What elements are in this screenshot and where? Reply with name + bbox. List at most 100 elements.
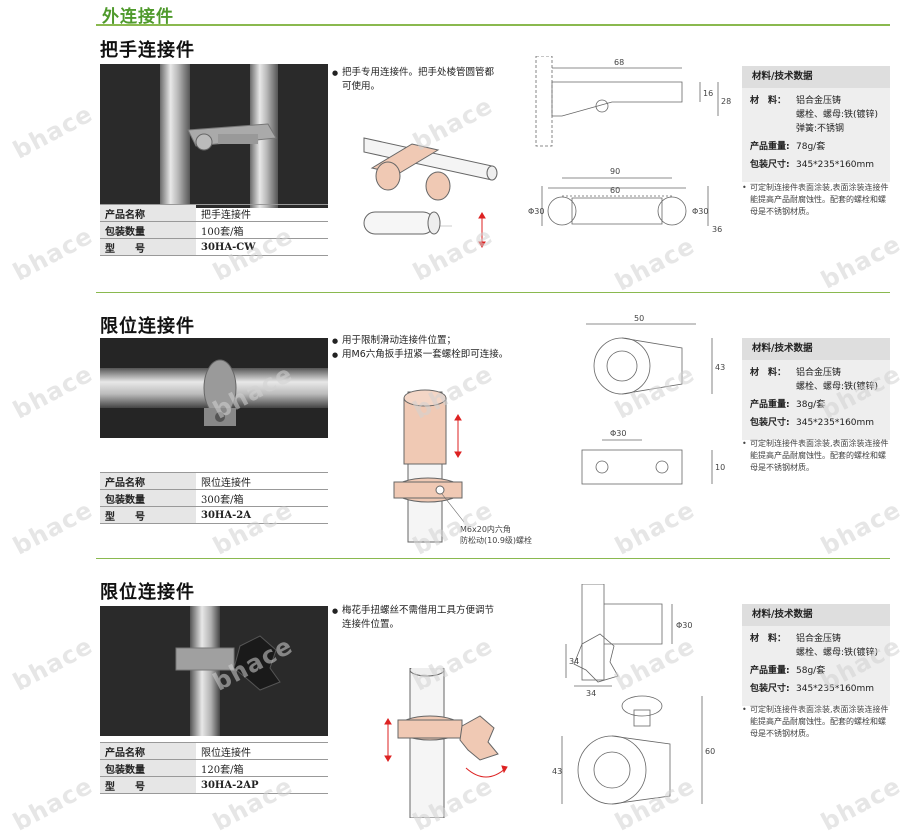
material-line: 螺栓、螺母:铁(镀锌) xyxy=(796,382,879,392)
feature-list: 把手专用连接件。把手处棱管圆管都可使用。 xyxy=(332,66,502,94)
product-photo xyxy=(100,606,328,736)
product-illustration xyxy=(352,116,512,276)
dim-label: 60 xyxy=(705,747,715,756)
spec-key: 型 号 xyxy=(100,238,196,256)
spec-key: 产品名称 xyxy=(100,472,196,490)
material-label: 材 料： xyxy=(750,368,787,378)
size-label: 包装尺寸: xyxy=(750,160,790,170)
spec-key: 包装数量 xyxy=(100,221,196,239)
tech-note: 可定制连接件表面涂装,表面涂装连接件能提高产品耐腐蚀性。配套的螺栓和螺母是不锈钢… xyxy=(742,438,890,474)
watermark: bhace xyxy=(8,359,98,425)
size-value: 345*235*160mm xyxy=(796,418,875,428)
size-label: 包装尺寸: xyxy=(750,418,790,428)
spec-key: 型 号 xyxy=(100,506,196,524)
material-line: 铝合金压铸 xyxy=(796,368,842,378)
watermark: bhace xyxy=(8,495,98,561)
dim-label: 43 xyxy=(715,363,725,372)
section-title: 限位连接件 xyxy=(100,316,195,337)
section-title: 把手连接件 xyxy=(100,40,195,61)
spec-value: 限位连接件 xyxy=(196,742,328,760)
product-photo xyxy=(100,64,328,208)
spec-value: 把手连接件 xyxy=(196,204,328,222)
dim-label: Φ30 xyxy=(676,621,692,630)
spec-key: 包装数量 xyxy=(100,489,196,507)
technical-drawing: 68 16 28 90 60 Φ30 Φ30 36 xyxy=(522,55,732,291)
watermark: bhace xyxy=(8,771,98,837)
feature-item: 把手专用连接件。把手处棱管圆管都可使用。 xyxy=(332,66,502,94)
dim-label: 34 xyxy=(569,657,579,666)
spec-key: 产品名称 xyxy=(100,204,196,222)
tech-data-box: 材料/技术数据 材 料： 铝合金压铸 螺栓、螺母:铁(镀锌) 弹簧:不锈钢 产品… xyxy=(742,66,890,182)
material-line: 螺栓、螺母:铁(镀锌) xyxy=(796,110,879,120)
callout-line: 防松动(10.9级)螺栓 xyxy=(460,535,532,545)
dim-label: 50 xyxy=(634,314,644,323)
tech-note: 可定制连接件表面涂装,表面涂装连接件能提高产品耐腐蚀性。配套的螺栓和螺母是不锈钢… xyxy=(742,182,890,218)
tech-header: 材料/技术数据 xyxy=(742,338,890,360)
material-line: 螺栓、螺母:铁(镀锌) xyxy=(796,648,879,658)
watermark: bhace xyxy=(8,99,98,165)
dim-label: Φ30 xyxy=(692,207,708,216)
technical-drawing: 50 43 Φ30 10 xyxy=(562,312,732,512)
dim-label: 36 xyxy=(712,225,722,234)
dim-label: 68 xyxy=(614,58,624,67)
feature-list: 用于限制滑动连接件位置； 用M6六角扳手扭紧一套螺栓即可连接。 xyxy=(332,334,522,362)
dim-label: 10 xyxy=(715,463,725,472)
tech-data-box: 材料/技术数据 材 料： 铝合金压铸 螺栓、螺母:铁(镀锌) 产品重量: 38g… xyxy=(742,338,890,440)
spec-key: 产品名称 xyxy=(100,742,196,760)
tech-note: 可定制连接件表面涂装,表面涂装连接件能提高产品耐腐蚀性。配套的螺栓和螺母是不锈钢… xyxy=(742,704,890,740)
weight-label: 产品重量: xyxy=(750,400,790,410)
spec-value: 120套/箱 xyxy=(196,759,328,777)
callout-line: M6x20内六角 xyxy=(460,524,511,534)
size-value: 345*235*160mm xyxy=(796,160,875,170)
dim-label: 28 xyxy=(721,97,731,106)
technical-drawing: Φ30 34 34 43 60 xyxy=(552,583,732,834)
spec-key: 包装数量 xyxy=(100,759,196,777)
weight-label: 产品重量: xyxy=(750,142,790,152)
spec-key: 型 号 xyxy=(100,776,196,794)
page-title: 外连接件 xyxy=(102,7,174,27)
dim-label: Φ30 xyxy=(610,429,626,438)
weight-value: 78g/套 xyxy=(796,142,826,152)
weight-value: 58g/套 xyxy=(796,666,826,676)
material-label: 材 料： xyxy=(750,96,787,106)
feature-item: 梅花手扭螺丝不需借用工具方便调节连接件位置。 xyxy=(332,604,502,632)
material-line: 弹簧:不锈钢 xyxy=(796,124,845,134)
spec-value: 限位连接件 xyxy=(196,472,328,490)
feature-item: 用于限制滑动连接件位置； xyxy=(332,334,522,348)
product-illustration xyxy=(376,663,536,819)
page-header: 外连接件 xyxy=(96,0,890,27)
material-line: 铝合金压铸 xyxy=(796,96,842,106)
size-label: 包装尺寸: xyxy=(750,684,790,694)
material-label: 材 料： xyxy=(750,634,787,644)
watermark: bhace xyxy=(8,631,98,697)
watermark: bhace xyxy=(8,221,98,287)
dim-label: 16 xyxy=(703,89,713,98)
feature-item: 用M6六角扳手扭紧一套螺栓即可连接。 xyxy=(332,348,522,362)
product-illustration: M6x20内六角 防松动(10.9级)螺栓 xyxy=(388,372,548,552)
spec-value: 30HA-2AP xyxy=(196,776,328,794)
spec-value: 100套/箱 xyxy=(196,221,328,239)
section-divider xyxy=(96,292,890,293)
tech-header: 材料/技术数据 xyxy=(742,66,890,88)
material-line: 铝合金压铸 xyxy=(796,634,842,644)
spec-value: 300套/箱 xyxy=(196,489,328,507)
size-value: 345*235*160mm xyxy=(796,684,875,694)
product-photo xyxy=(100,338,328,438)
tech-header: 材料/技术数据 xyxy=(742,604,890,626)
dim-label: 43 xyxy=(552,767,562,776)
spec-value: 30HA-2A xyxy=(196,506,328,524)
dim-label: 34 xyxy=(586,689,596,698)
tech-data-box: 材料/技术数据 材 料： 铝合金压铸 螺栓、螺母:铁(镀锌) 产品重量: 58g… xyxy=(742,604,890,706)
spec-value: 30HA-CW xyxy=(196,238,328,256)
weight-value: 38g/套 xyxy=(796,400,826,410)
dim-label: 90 xyxy=(610,167,620,176)
section-title: 限位连接件 xyxy=(100,582,195,603)
weight-label: 产品重量: xyxy=(750,666,790,676)
feature-list: 梅花手扭螺丝不需借用工具方便调节连接件位置。 xyxy=(332,604,502,632)
